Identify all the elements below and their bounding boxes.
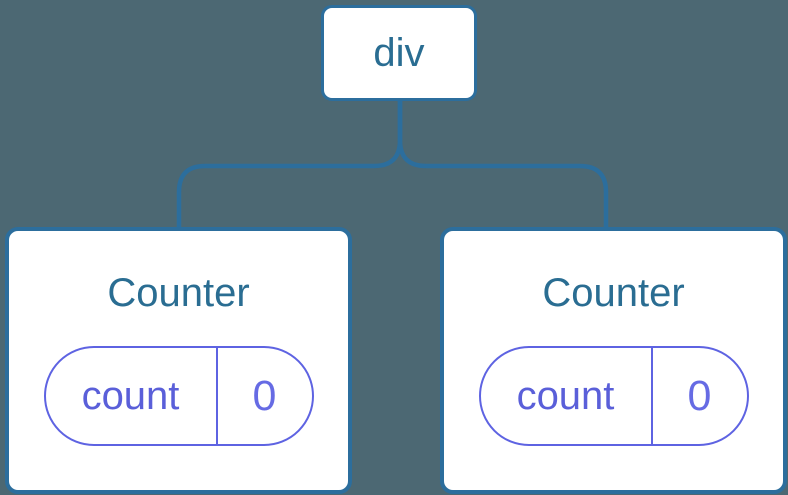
state-key-label: count <box>46 348 218 444</box>
root-node-label: div <box>373 30 425 75</box>
connector-right-branch <box>397 101 609 228</box>
counter-left-state-pill: count 0 <box>43 346 314 446</box>
connector-left-branch <box>176 101 403 228</box>
counter-node-right: Counter count 0 <box>440 227 787 494</box>
state-value: 0 <box>252 371 277 420</box>
counter-right-state-pill: count 0 <box>478 346 749 446</box>
counter-node-left: Counter count 0 <box>5 227 352 494</box>
state-key-label: count <box>481 348 653 444</box>
counter-right-title: Counter <box>542 271 685 315</box>
root-node-div: div <box>321 5 477 101</box>
counter-left-title: Counter <box>107 271 250 315</box>
state-value: 0 <box>687 371 712 420</box>
